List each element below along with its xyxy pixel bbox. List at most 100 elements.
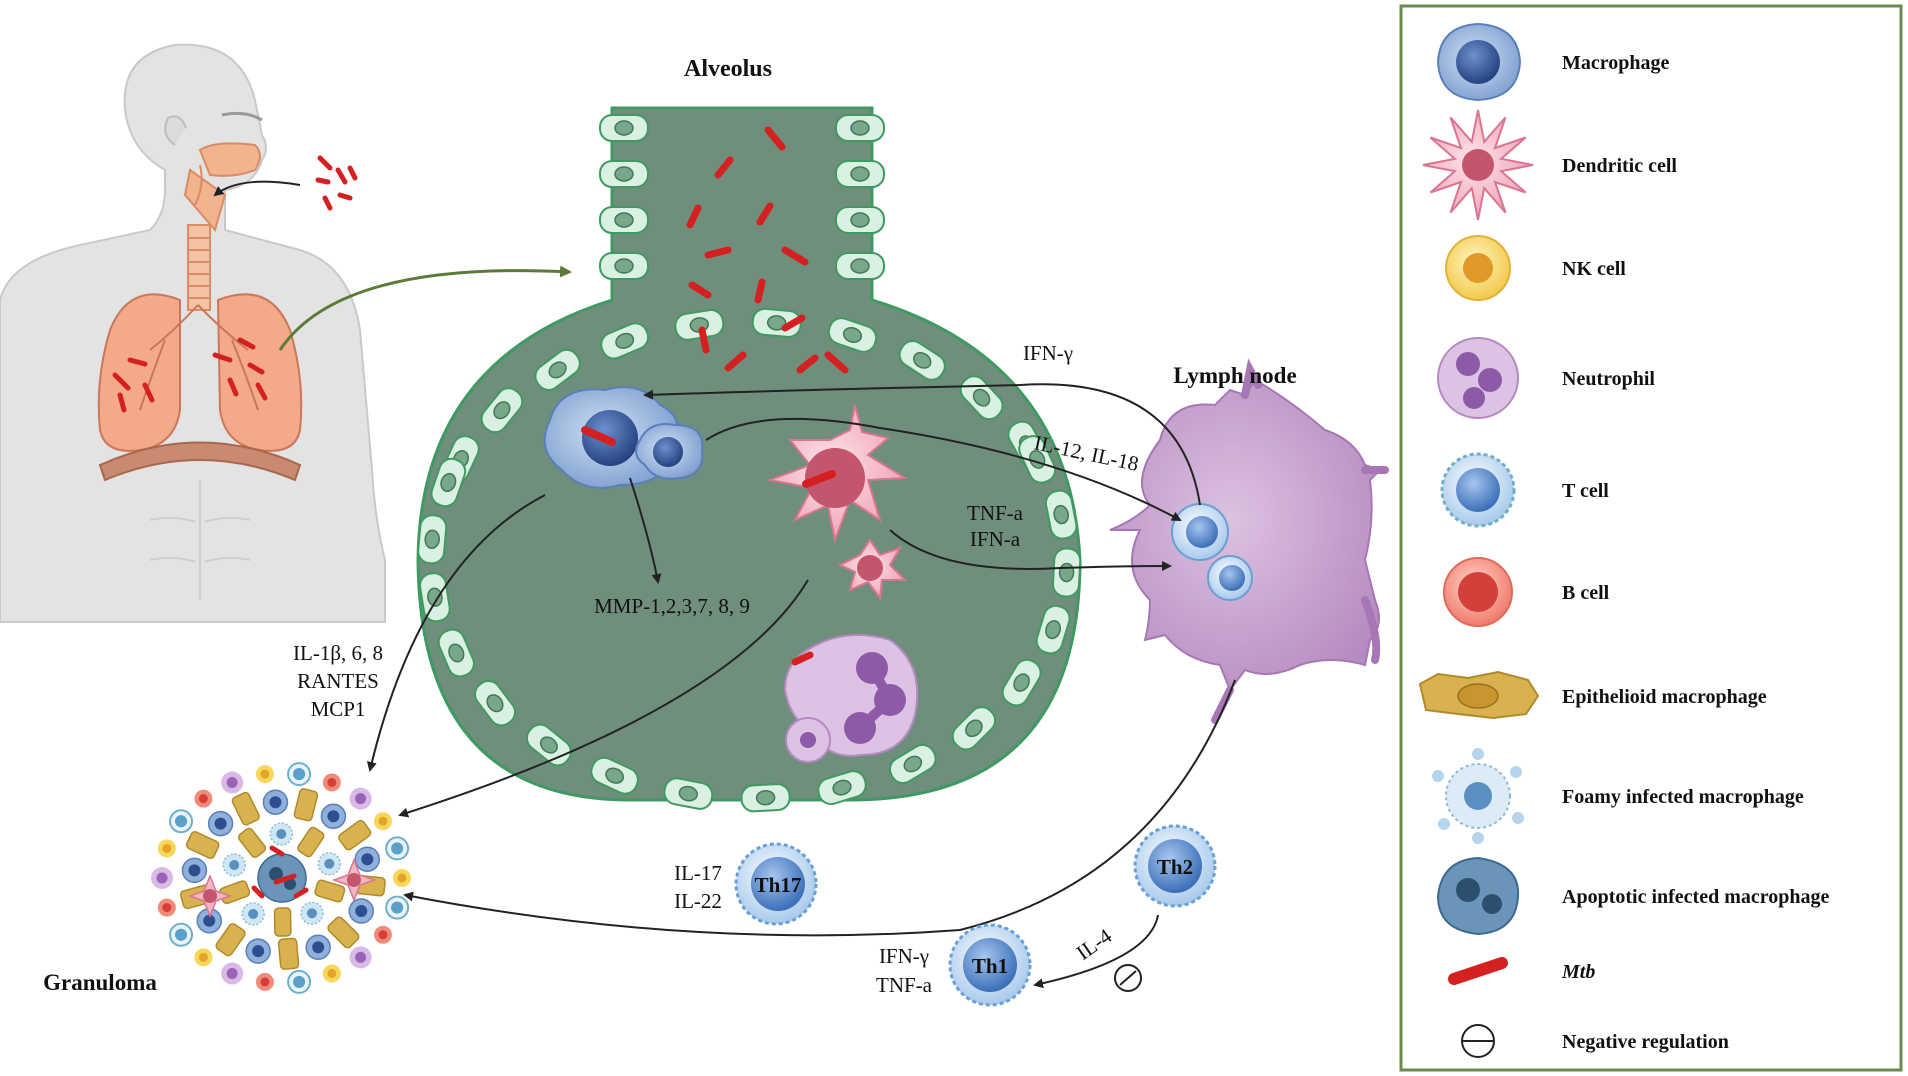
negative-regulation-icon [1461,1024,1495,1058]
mtb-in-dendritic [802,470,836,488]
granuloma-epithelioid-macrophage [185,831,220,859]
legend-label: Apoptotic infected macrophage [1562,886,1829,908]
legend-item: Macrophage [1436,22,1670,102]
granuloma-foamy-macrophage [269,822,294,846]
epithelial-cell [827,317,878,353]
granuloma-epithelioid-macrophage [231,791,260,826]
granuloma-epithelioid-macrophage [314,879,346,903]
granuloma-nk-cell [393,869,411,887]
epithelial-cell [951,706,997,751]
epithelial-cell [835,114,885,142]
legend-item: NK cell [1445,235,1626,301]
granuloma-title: Granuloma [43,970,157,995]
granuloma-neutrophil [221,771,244,794]
th17-cell: Th17 [734,842,818,926]
granuloma-macrophage [320,803,347,830]
epithelial-cell [1018,435,1057,484]
granuloma-foamy-macrophage [241,902,265,926]
human-figure [0,43,386,623]
th2-cell: Th2 [1133,824,1217,908]
granuloma-macrophage [181,857,208,884]
legend-item: Apoptotic infected macrophage [1436,856,1829,936]
mtb-granuloma [269,845,285,857]
granuloma-neutrophil [349,946,372,969]
granuloma-macrophage [262,789,289,815]
epithelial-cell [599,206,649,234]
legend-item: B cell [1443,557,1610,627]
epithelial-cell [835,252,885,280]
epithelial-cell [473,680,517,727]
granuloma-foamy-macrophage [222,853,246,877]
mtb-lung-group [112,337,268,413]
epithelial-cell [430,457,467,508]
mmp-arrow [629,477,662,584]
granuloma-epithelioid-macrophage [297,826,325,858]
granuloma-nk-cell [255,765,274,784]
legend-label: B cell [1562,582,1610,604]
legend-label: Foamy infected macrophage [1562,786,1804,808]
epithelial-cell [835,160,885,188]
lymph-node-title: Lymph node [1173,363,1296,388]
rantes-label: RANTES [297,669,379,693]
granuloma-macrophage [354,846,381,873]
epithelial-cell [534,348,581,391]
granuloma-t-cell [385,895,410,920]
lymph-to-granuloma-arrow [403,679,1236,937]
ifn-gamma-label: IFN-γ [1023,341,1073,365]
granuloma-b-cell [373,925,392,944]
epithelial-cell [740,783,791,813]
mcp1-label: MCP1 [311,697,366,721]
il1b-label: IL-1β, 6, 8 [293,641,383,665]
granuloma-t-cell [287,969,312,994]
mtb-granuloma [273,873,297,885]
macrophage-to-granuloma-arrow [366,494,546,772]
t-cell-icon [1440,452,1516,528]
granuloma-t-cell [169,809,194,834]
granuloma-b-cell [157,898,176,917]
granuloma-epithelioid-macrophage [293,788,319,822]
epithelial-cell [480,387,524,434]
legend-label: Neutrophil [1562,368,1655,390]
il12-il18-arrow [705,417,1182,521]
il17-label: IL-17 [674,861,722,885]
th1-cell: Th1 [948,923,1032,1007]
b-cell-icon [1443,557,1513,627]
granuloma-epithelioid-macrophage [215,923,246,957]
granuloma-t-cell [385,836,410,861]
dendritic-to-granuloma-arrow [398,579,809,818]
epithelial-cell [1044,489,1078,540]
legend-item: Dendritic cell [1422,109,1677,221]
legend-item: Mtb [1448,957,1595,985]
th17-label: Th17 [755,873,802,897]
alveolar-neutrophil [783,634,919,763]
epithelioid-macrophage-icon [1418,670,1540,720]
th2-label: Th2 [1157,855,1193,879]
granuloma-macrophage [207,810,234,837]
granuloma-b-cell [322,773,341,792]
legend-item: Epithelioid macrophage [1418,670,1767,720]
granuloma-epithelioid-macrophage [338,819,372,851]
alveolar-dendritic-cell [766,404,909,601]
granuloma [151,762,411,994]
legend-label: T cell [1562,480,1609,502]
mtb-bacillus-icon [1448,957,1508,985]
mtb-inhaled-group [315,155,358,211]
epithelial-cell [1035,604,1071,655]
epithelial-cell [663,777,714,810]
granuloma-neutrophil [151,867,173,889]
mtb-granuloma [293,887,309,899]
granuloma-b-cell [194,789,213,808]
granuloma-epithelioid-macrophage [327,916,360,949]
tnf-ifn-arrow [889,529,1172,572]
epithelial-cell [1051,547,1082,598]
tnf-a-th1-label: TNF-a [876,973,933,997]
alveolus [416,106,1082,813]
alveolus-title: Alveolus [684,56,772,82]
il4-label: IL-4 [1072,923,1117,964]
granuloma-foamy-macrophage [317,852,342,876]
legend-item: Neutrophil [1437,337,1655,419]
epithelial-cell [835,206,885,234]
legend-label: NK cell [1562,258,1626,280]
